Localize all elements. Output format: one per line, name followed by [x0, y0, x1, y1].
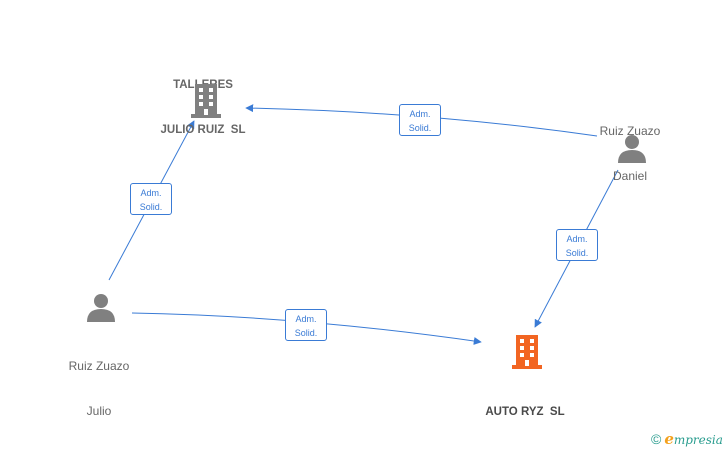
building-icon-talleres[interactable]: [190, 84, 222, 118]
daniel-name-line1: Ruiz Zuazo: [599, 124, 661, 138]
logo-text: mpresia: [673, 433, 723, 447]
auto-ryz-label: AUTO RYZ SL: [465, 375, 585, 435]
talleres-name-line2: JULIO RUIZ SL: [160, 124, 246, 136]
julio-name-line2: Julio: [86, 404, 112, 418]
edge-label-line1: Adm.: [409, 109, 431, 119]
copyright-symbol: ©: [651, 431, 662, 447]
edge-label-line2: Solid.: [565, 248, 589, 258]
daniel-name-line2: Daniel: [612, 169, 648, 183]
edge-label-julio-auto-ryz[interactable]: Adm. Solid.: [285, 309, 327, 341]
edge-label-line1: Adm.: [566, 234, 588, 244]
daniel-label: Ruiz Zuazo Daniel: [575, 94, 685, 199]
julio-label: Ruiz Zuazo Julio: [44, 329, 154, 434]
edge-label-line2: Solid.: [408, 123, 432, 133]
auto-ryz-name: AUTO RYZ SL: [485, 406, 565, 418]
empresia-logo: © empresia: [651, 430, 723, 448]
person-icon-julio[interactable]: [86, 292, 116, 322]
edge-label-line1: Adm.: [140, 188, 162, 198]
edge-label-line2: Solid.: [294, 328, 318, 338]
building-icon-auto-ryz[interactable]: [511, 335, 543, 369]
edge-label-line2: Solid.: [139, 202, 163, 212]
edge-label-daniel-auto-ryz[interactable]: Adm. Solid.: [556, 229, 598, 261]
edge-label-line1: Adm.: [295, 314, 317, 324]
edge-label-daniel-talleres[interactable]: Adm. Solid.: [399, 104, 441, 136]
edge-label-julio-talleres[interactable]: Adm. Solid.: [130, 183, 172, 215]
logo-e: e: [664, 430, 674, 448]
person-icon-daniel[interactable]: [617, 133, 647, 163]
julio-name-line1: Ruiz Zuazo: [68, 359, 130, 373]
